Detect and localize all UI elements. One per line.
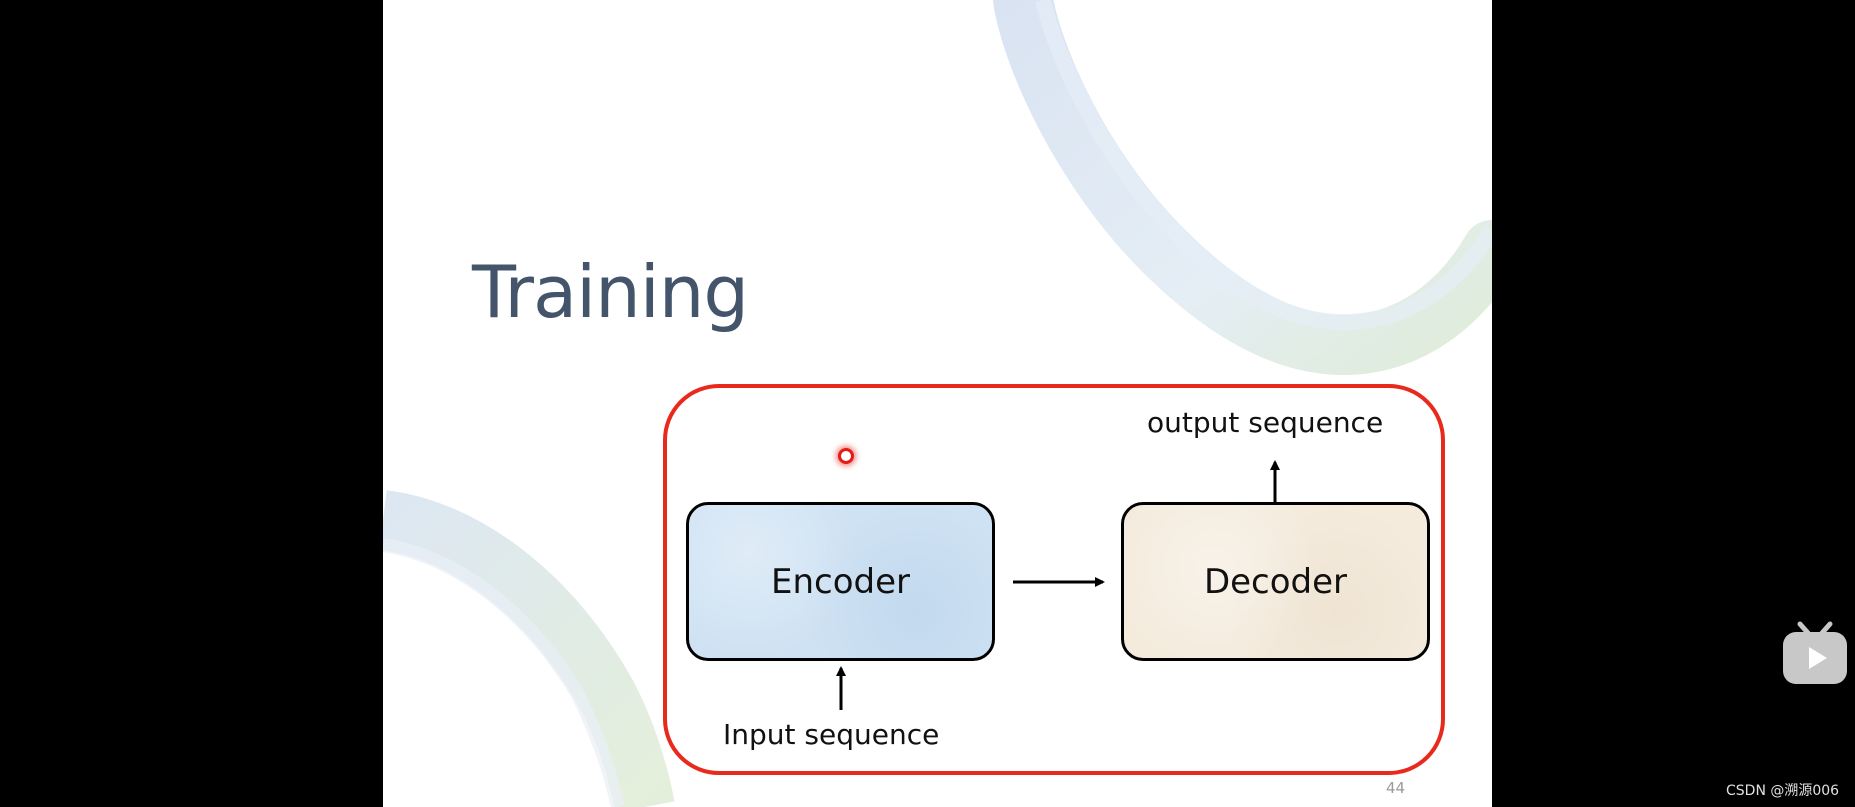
slide: Training Encoder Decoder output sequence… [383,0,1492,807]
laser-pointer-icon [838,448,854,464]
decoder-label: Decoder [1203,561,1348,602]
input-sequence-label: Input sequence [723,718,940,751]
csdn-watermark: CSDN @溯源006 [1726,783,1840,799]
top-right-swoosh [993,0,1492,376]
encoder-decoder-diagram: Encoder Decoder output sequence Input se… [663,384,1445,775]
bilibili-tv-play-icon[interactable] [1780,620,1850,686]
bottom-left-swoosh [383,490,675,807]
slide-page-number: 44 [1386,779,1406,797]
decoder-box: Decoder [1121,502,1430,661]
encoder-box: Encoder [686,502,995,661]
output-sequence-label: output sequence [1147,406,1384,439]
slide-title: Training [472,250,749,334]
encoder-label: Encoder [770,561,910,602]
slide-decoration [383,0,1492,807]
